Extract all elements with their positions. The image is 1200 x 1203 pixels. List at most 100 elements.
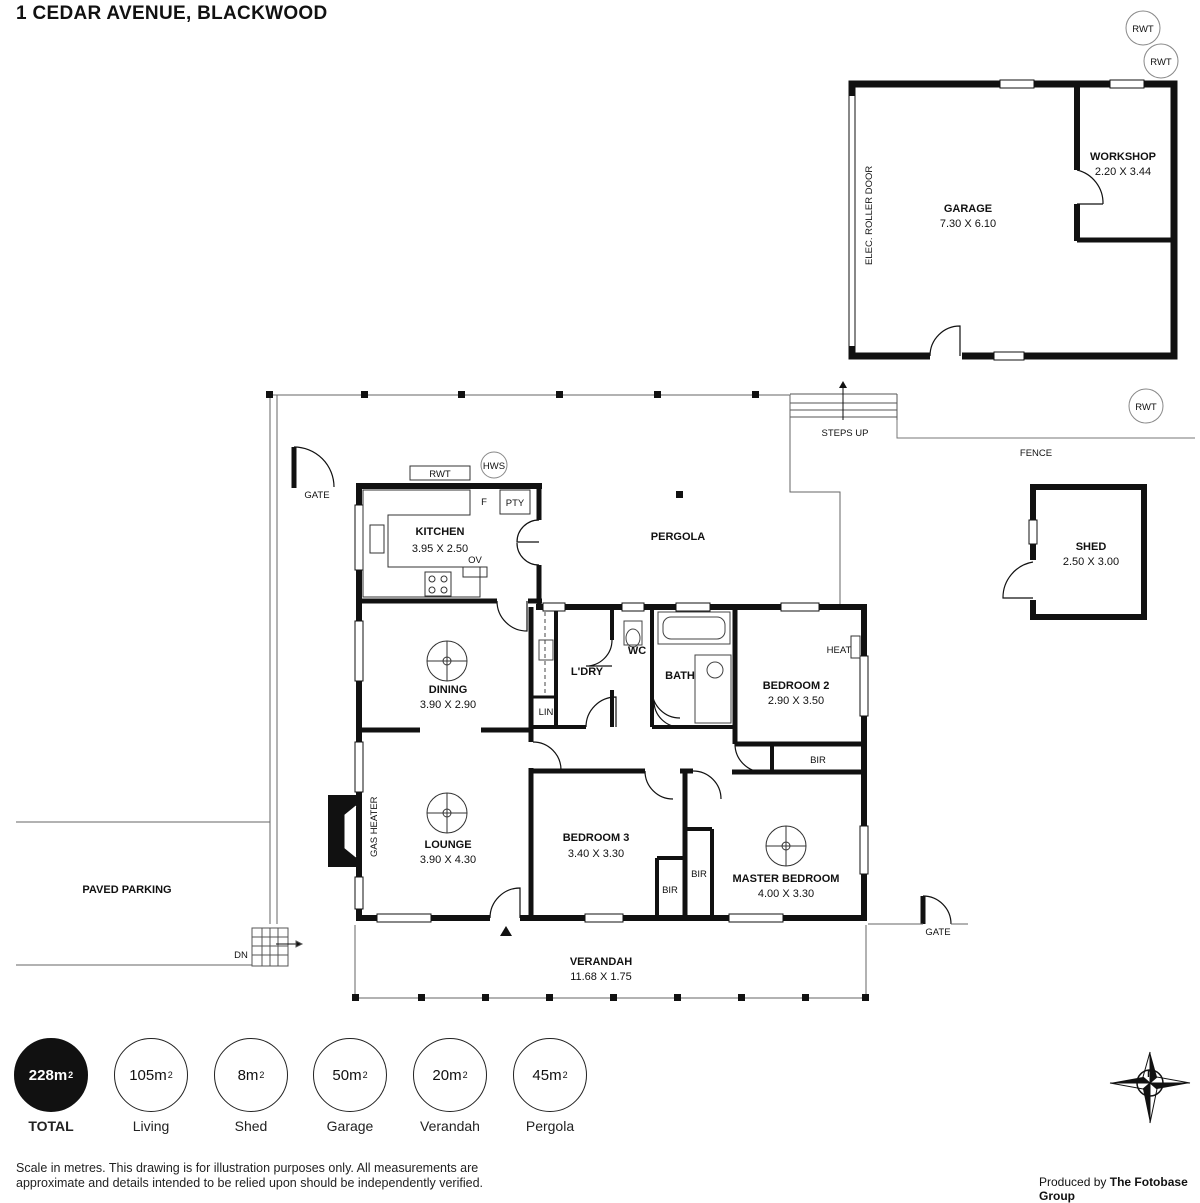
area-unit: 2	[562, 1070, 568, 1080]
north-label: N	[1147, 1068, 1155, 1080]
dining-dims: 3.90 X 2.90	[420, 699, 476, 711]
area-unit: 2	[462, 1070, 468, 1080]
rwt-tank: RWT	[1125, 10, 1161, 46]
laundry-label: L'DRY	[571, 666, 604, 678]
shed-dims: 2.50 X 3.00	[1063, 556, 1119, 568]
steps-up	[790, 381, 898, 420]
steps-down	[251, 927, 304, 967]
wet-area-fittings	[538, 611, 732, 724]
gas-heater-label: GAS HEATER	[369, 796, 380, 857]
dining-label: DINING	[429, 684, 468, 696]
master-bedroom-dims: 4.00 X 3.30	[758, 888, 814, 900]
hws-unit	[480, 451, 508, 479]
garage-block	[846, 79, 1178, 362]
bir-label: BIR	[810, 755, 826, 766]
rwt-tank	[409, 465, 471, 481]
bir-label: BIR	[691, 869, 707, 880]
page-title: 1 CEDAR AVENUE, BLACKWOOD	[16, 3, 328, 24]
ceiling-fan-icon	[426, 640, 468, 682]
shed-block	[1002, 484, 1147, 620]
fence-label: FENCE	[1020, 448, 1052, 459]
svg-text:RWT: RWT	[1132, 24, 1154, 35]
area-value: 105m	[129, 1066, 167, 1084]
bedroom3-label: BEDROOM 3	[563, 832, 630, 844]
steps-up-label: STEPS UP	[822, 428, 869, 439]
kitchen-label: KITCHEN	[416, 526, 465, 538]
area-unit: 2	[167, 1070, 173, 1080]
kitchen-dims: 3.95 X 2.50	[412, 543, 468, 555]
bedroom2-dims: 2.90 X 3.50	[768, 695, 824, 707]
disclaimer-text: Scale in metres. This drawing is for ill…	[16, 1161, 483, 1190]
ceiling-fan-icon	[765, 825, 807, 867]
bedroom3-dims: 3.40 X 3.30	[568, 848, 624, 860]
area-label: Pergola	[525, 1118, 575, 1134]
windows	[354, 504, 869, 923]
area-value: 45m	[532, 1066, 562, 1084]
area-unit: 2	[259, 1070, 265, 1080]
svg-text:RWT: RWT	[429, 469, 451, 480]
area-label: TOTAL	[28, 1118, 74, 1134]
linen-label: LIN	[539, 707, 554, 718]
area-unit: 2	[68, 1070, 74, 1080]
area-label: Verandah	[420, 1118, 480, 1134]
entry-arrow-icon	[500, 926, 512, 936]
garage-dims: 7.30 X 6.10	[940, 218, 996, 230]
workshop-label: WORKSHOP	[1090, 151, 1156, 163]
gate-right	[868, 895, 968, 925]
svg-text:HWS: HWS	[483, 461, 505, 472]
area-value: 8m	[237, 1066, 259, 1084]
fireplace	[328, 795, 357, 867]
gate-top	[291, 446, 335, 488]
verandah-outline	[352, 925, 869, 1001]
oven-label: OV	[468, 555, 482, 566]
fridge-label: F	[481, 497, 487, 508]
roller-door-label: ELEC. ROLLER DOOR	[864, 166, 875, 265]
gate-label: GATE	[925, 927, 950, 938]
area-value: 20m	[432, 1066, 462, 1084]
area-label: Shed	[234, 1118, 268, 1134]
svg-text:RWT: RWT	[1135, 402, 1157, 413]
rwt-tank: RWT	[1143, 43, 1179, 79]
gate-label: GATE	[304, 490, 329, 501]
bir-label: BIR	[662, 885, 678, 896]
master-bedroom-label: MASTER BEDROOM	[733, 873, 840, 885]
bath-label: BATH	[665, 670, 695, 682]
wc-label: WC	[628, 645, 646, 657]
steps-down-label: DN	[234, 950, 248, 961]
bedroom2-label: BEDROOM 2	[763, 680, 830, 692]
area-unit: 2	[362, 1070, 368, 1080]
pantry-label: PTY	[506, 498, 525, 509]
workshop-dims: 2.20 X 3.44	[1095, 166, 1151, 178]
verandah-label: VERANDAH	[570, 956, 632, 968]
area-value: 228m	[28, 1066, 68, 1084]
area-value: 50m	[332, 1066, 362, 1084]
lounge-dims: 3.90 X 4.30	[420, 854, 476, 866]
svg-text:RWT: RWT	[1150, 57, 1172, 68]
doors	[489, 519, 764, 919]
paved-parking-label: PAVED PARKING	[82, 884, 171, 896]
area-label: Living	[132, 1118, 170, 1134]
area-label: Garage	[326, 1118, 374, 1134]
garage-label: GARAGE	[944, 203, 992, 215]
pergola-label: PERGOLA	[651, 531, 705, 543]
lounge-label: LOUNGE	[424, 839, 471, 851]
heater-icon	[850, 635, 861, 659]
north-compass-icon	[1109, 1051, 1191, 1124]
verandah-dims: 11.68 X 1.75	[570, 971, 632, 983]
pergola-outline	[16, 394, 841, 966]
produced-by: Produced by The Fotobase Group	[1039, 1175, 1188, 1203]
ceiling-fan-icon	[426, 792, 468, 834]
pergola-posts	[266, 391, 759, 498]
heat-label: HEAT	[827, 645, 852, 656]
rwt-tank: RWT	[1128, 388, 1164, 424]
kitchen-fittings	[362, 489, 531, 598]
shed-label: SHED	[1076, 541, 1107, 553]
fence-line	[896, 420, 1195, 439]
